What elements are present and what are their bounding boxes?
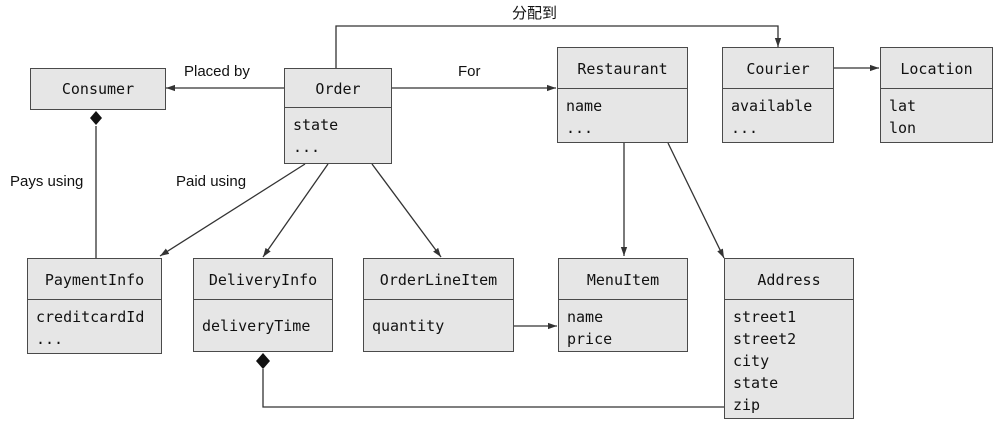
attribute-list: street1 street2 city state zip (733, 306, 849, 416)
attribute: city (733, 352, 770, 370)
attribute-list: available ... (731, 95, 829, 139)
delivery-address-line (262, 369, 724, 408)
class-name: Restaurant (577, 60, 668, 78)
attribute: deliveryTime (202, 317, 311, 335)
attribute: price (567, 330, 613, 348)
address-class: Address street1 street2 city state zip (724, 258, 854, 419)
delivery-address-diamond (256, 353, 270, 369)
attribute: lon (889, 119, 917, 137)
assigned-to-arrow (335, 25, 782, 68)
orderlineitem-class: OrderLineItem quantity (363, 258, 514, 352)
compartment-divider (28, 299, 161, 300)
attribute: name (566, 97, 603, 115)
attribute: creditcardId (36, 308, 145, 326)
compartment-divider (194, 299, 332, 300)
class-name: Location (900, 60, 973, 78)
class-name: Order (315, 80, 361, 98)
assigned-to-label: 分配到 (512, 5, 558, 22)
class-name: DeliveryInfo (208, 271, 318, 289)
order-class: Order state ... (284, 68, 392, 164)
compartment-divider (725, 299, 853, 300)
attribute-list: name ... (566, 95, 683, 139)
courier-class: Courier available ... (722, 47, 834, 143)
class-name: MenuItem (586, 271, 660, 289)
class-name: Courier (746, 60, 810, 78)
attribute: name (567, 308, 604, 326)
attribute-list: quantity (372, 315, 509, 337)
class-name: Address (757, 271, 821, 289)
for-label: For (458, 63, 481, 80)
attribute: quantity (372, 317, 445, 335)
deliveryinfo-class: DeliveryInfo deliveryTime (193, 258, 333, 352)
attribute-list: lat lon (889, 95, 988, 139)
attribute: lat (889, 97, 917, 115)
paid-using-label: Paid using (176, 173, 247, 190)
compartment-divider (285, 107, 391, 108)
compartment-divider (881, 88, 992, 89)
compartment-divider (559, 299, 687, 300)
order-deliveryinfo-arrow (262, 163, 329, 258)
attribute: state (293, 116, 339, 134)
attribute: ... (566, 119, 594, 137)
attribute-list: state ... (293, 114, 387, 158)
attribute-list: deliveryTime (202, 315, 328, 337)
pays-using-diamond (90, 111, 102, 125)
class-name: PaymentInfo (44, 271, 145, 289)
paid-using-arrow (159, 163, 306, 257)
class-name: OrderLineItem (379, 271, 498, 289)
location-class: Location lat lon (880, 47, 993, 143)
attribute: ... (731, 119, 759, 137)
pays-using-label: Pays using (10, 173, 84, 190)
compartment-divider (364, 299, 513, 300)
class-name: Consumer (61, 80, 135, 98)
attribute: available (731, 97, 813, 115)
consumer-class: Consumer (30, 68, 166, 110)
compartment-divider (558, 88, 687, 89)
attribute: street1 (733, 308, 797, 326)
paymentinfo-class: PaymentInfo creditcardId ... (27, 258, 162, 354)
attribute: street2 (733, 330, 797, 348)
attribute: zip (733, 396, 761, 414)
compartment-divider (723, 88, 833, 89)
attribute: state (733, 374, 779, 392)
restaurant-class: Restaurant name ... (557, 47, 688, 143)
order-orderlineitem-arrow (371, 163, 442, 258)
attribute: ... (36, 330, 64, 348)
menuitem-class: MenuItem name price (558, 258, 688, 352)
placed-by-label: Placed by (184, 63, 250, 80)
restaurant-address-arrow (667, 142, 725, 259)
attribute-list: creditcardId ... (36, 306, 157, 350)
attribute: ... (293, 138, 321, 156)
attribute-list: name price (567, 306, 683, 350)
